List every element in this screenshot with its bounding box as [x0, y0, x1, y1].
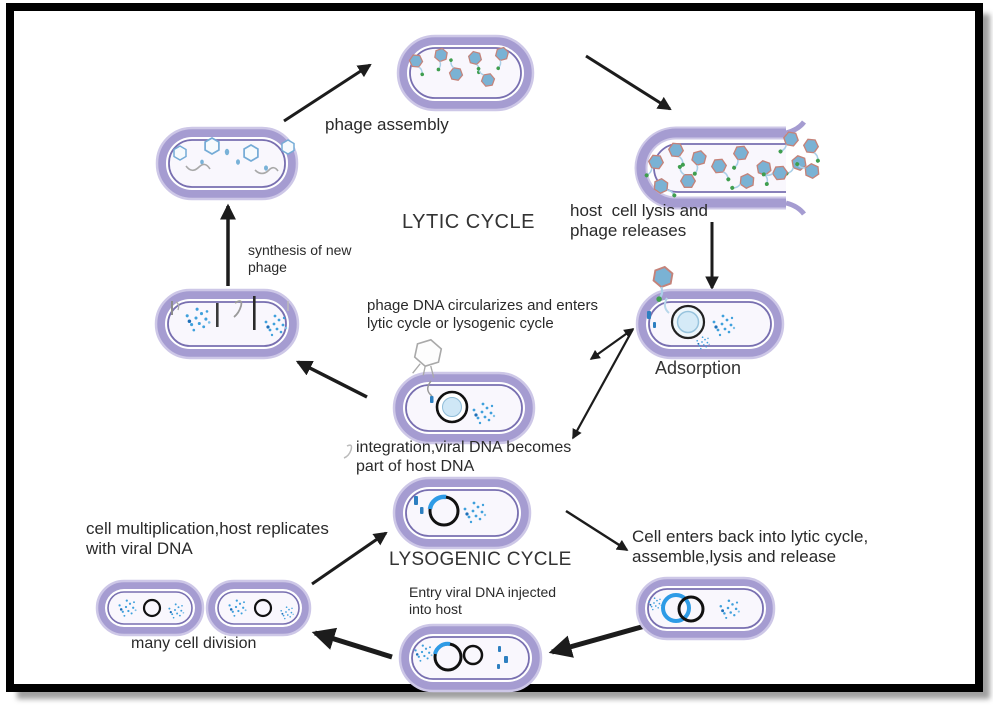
arrow-entry-to-division	[311, 627, 393, 660]
cell-host-lysis	[634, 120, 826, 216]
label-phage-assembly: phage assembly	[325, 115, 449, 134]
stray-dna-squiggle	[343, 444, 353, 459]
cell-adsorption	[635, 264, 785, 360]
arrow-circularize-to-replication	[295, 360, 368, 399]
injected-dna-strand	[663, 297, 670, 314]
label-adsorption: Adsorption	[655, 358, 742, 378]
cell-dna-circularize	[392, 336, 536, 445]
arrow-division-to-integration	[311, 531, 388, 586]
cell-dna-replication	[154, 288, 300, 360]
cell-division-pair	[95, 579, 312, 637]
capsid-parts-icons	[173, 137, 295, 175]
cell-entry	[398, 623, 543, 693]
arrow-assembly-to-lysis	[585, 54, 672, 111]
label-many-cell-division: many cell division	[131, 635, 257, 652]
label-cell-multiplication: cell multiplication,host replicates with…	[86, 519, 329, 559]
arrow-reenter-to-entry	[548, 623, 646, 658]
cell-synthesis-of-phage	[155, 126, 299, 201]
arrow-adsorption-to-integration	[572, 328, 634, 440]
label-cell-enters-back: Cell enters back into lytic cycle, assem…	[632, 527, 869, 567]
label-integration: integration,viral DNA becomes part of ho…	[356, 439, 572, 475]
cell-reenter-lytic	[635, 576, 776, 641]
linear-dna-icon	[171, 296, 289, 337]
cell-integration	[392, 476, 532, 550]
label-lysogenic-cycle-title: LYSOGENIC CYCLE	[389, 549, 572, 570]
label-entry-viral-dna: Entry viral DNA injected into host	[409, 584, 557, 617]
flow-arrows	[219, 54, 719, 660]
viral-dna-ring-icon	[661, 593, 691, 623]
label-lytic-cycle-title: LYTIC CYCLE	[402, 211, 535, 233]
label-host-cell-lysis: host cell lysis and phage releases	[570, 201, 708, 241]
label-synthesis-of-new-phage: synthesis of new phage	[248, 242, 352, 275]
arrow-integration-to-reenter	[565, 509, 629, 552]
cell-phage-assembly	[396, 34, 535, 112]
arrow-adsorption-to-circularize	[589, 328, 635, 360]
arrow-synthesiscell-to-assembly	[283, 63, 372, 123]
dna-ring-icon	[677, 595, 705, 623]
label-phage-dna-circularizes: phage DNA circularizes and enters lytic …	[367, 297, 598, 332]
